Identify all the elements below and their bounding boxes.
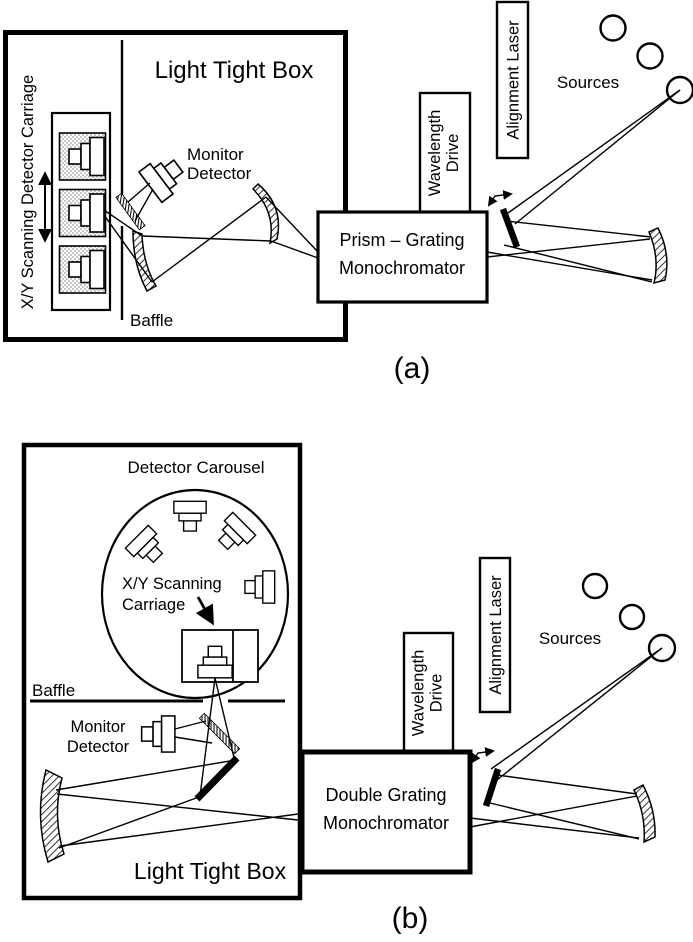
alignment-laser-label-b: Alignment Laser	[487, 575, 505, 695]
source-circle	[618, 603, 646, 631]
svg-text:Alignment Laser: Alignment Laser	[487, 575, 505, 695]
sources-a-label: Sources	[557, 73, 619, 92]
alignment-laser-box-b	[478, 556, 512, 714]
fold-mirror-b-entrance	[482, 767, 502, 808]
fold-mirror-b-inner	[194, 755, 240, 802]
source-circle	[581, 572, 609, 600]
prism-grating-monochromator-box	[316, 210, 489, 304]
monitor-a-label-2: Detector	[187, 164, 252, 183]
svg-text:Drive: Drive	[444, 134, 462, 173]
baffle-a-label: Baffle	[130, 311, 173, 330]
mono-a-label-1: Prism – Grating	[339, 230, 464, 250]
svg-text:X/Y Scanning Detector Carriage: X/Y Scanning Detector Carriage	[19, 75, 37, 310]
panel-a: Light Tight Box X/Y Scanning Detector Ca…	[3, 0, 693, 385]
mirror-rotation-arrow-a	[487, 190, 513, 207]
source-circle	[636, 42, 664, 70]
xy-carriage-b-label-2: Carriage	[122, 596, 185, 614]
light-tight-box-a-label: Light Tight Box	[155, 57, 314, 84]
curved-mirror-a-lower	[132, 229, 158, 293]
source-circle	[599, 14, 627, 42]
baffle-b-label: Baffle	[32, 681, 75, 700]
svg-text:Wavelength: Wavelength	[410, 650, 428, 737]
carriage-pointer-arrow	[195, 596, 214, 626]
alignment-laser-box-a	[495, 0, 530, 160]
source-circles-b	[581, 572, 677, 663]
detector-carousel-label: Detector Carousel	[127, 458, 264, 477]
xy-carriage-label-a: X/Y Scanning Detector Carriage	[19, 75, 37, 310]
wavelength-drive-label-b: Wavelength Drive	[410, 650, 446, 737]
light-tight-box-b-label: Light Tight Box	[134, 858, 287, 884]
svg-text:Drive: Drive	[428, 674, 446, 713]
detector-bays-a	[58, 132, 107, 294]
mono-a-label-2: Monochromator	[339, 258, 465, 278]
caption-a: (a)	[394, 352, 431, 385]
curved-mirror-b-left	[39, 768, 65, 864]
alignment-laser-label-a: Alignment Laser	[505, 20, 523, 140]
svg-text:Alignment Laser: Alignment Laser	[505, 20, 523, 140]
mono-b-label-1: Double Grating	[325, 785, 446, 805]
wavelength-drive-box-b	[402, 631, 455, 754]
mirror-rotation-arrow-b	[470, 747, 495, 764]
curved-mirror-b-right	[633, 783, 656, 844]
mono-b-label-2: Monochromator	[323, 813, 449, 833]
fold-mirror-a	[499, 207, 521, 249]
beamsplitter-a	[115, 192, 146, 231]
double-grating-monochromator-box	[299, 749, 473, 875]
monitor-b-label-1: Monitor	[70, 718, 126, 736]
beam-lines-a	[103, 89, 681, 283]
beam-lines-b	[55, 647, 663, 849]
wavelength-drive-label-a: Wavelength Drive	[426, 110, 462, 197]
xy-carriage-b-label-1: X/Y Scanning	[122, 575, 222, 593]
monitor-b-label-2: Detector	[67, 738, 130, 756]
curved-mirror-a-right	[648, 227, 668, 285]
sources-b-label: Sources	[539, 629, 601, 648]
caption-b: (b)	[392, 902, 429, 935]
svg-text:Wavelength: Wavelength	[426, 110, 444, 197]
panel-b: Detector Carousel X/Y Scanning Carriage …	[21, 442, 677, 935]
monitor-a-label-1: Monitor	[187, 145, 244, 164]
curved-mirror-a-upper	[251, 182, 280, 245]
